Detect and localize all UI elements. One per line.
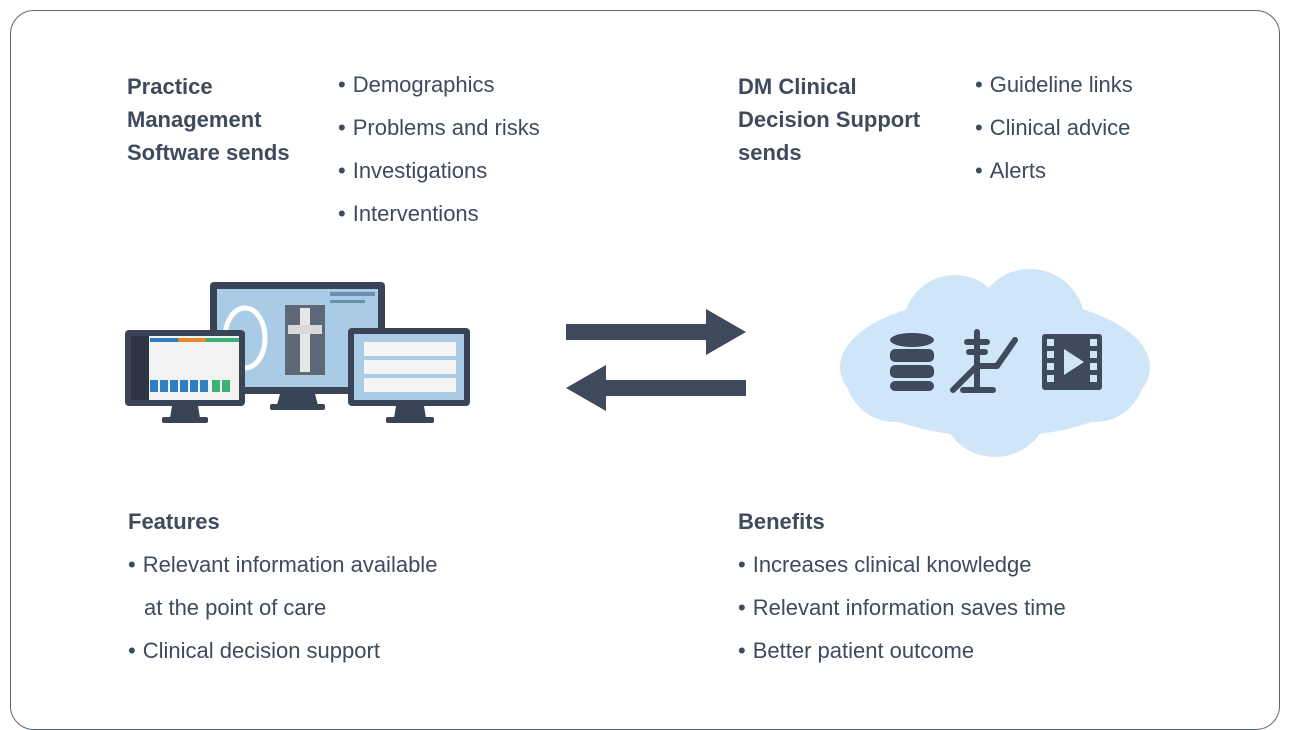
pms-heading: Practice Management Software sends	[127, 70, 290, 169]
pms-heading-line: Software sends	[127, 140, 290, 165]
arrow-left-icon	[566, 365, 746, 411]
list-item: •Relevant information saves time	[738, 595, 1066, 620]
cds-heading: DM Clinical Decision Support sends	[738, 70, 920, 169]
list-item: •Interventions	[338, 201, 479, 226]
cloud-illustration	[840, 269, 1150, 457]
cds-items-list: •Guideline links •Clinical advice •Alert…	[975, 63, 1133, 192]
list-item: •Clinical decision support	[128, 638, 380, 663]
benefits-heading: Benefits	[738, 509, 825, 534]
list-item: •Investigations	[338, 158, 488, 183]
pms-items-list: •Demographics •Problems and risks •Inves…	[338, 63, 540, 235]
features-heading: Features	[128, 509, 220, 534]
arrow-right-icon	[566, 309, 746, 355]
cds-heading-line: Decision Support	[738, 107, 921, 132]
list-item: •Clinical advice	[975, 115, 1131, 140]
list-item: •Alerts	[975, 158, 1046, 183]
list-item: •Better patient outcome	[738, 638, 975, 663]
list-item: •Increases clinical knowledge	[738, 552, 1032, 577]
video-player-icon	[1042, 334, 1102, 390]
benefits-list: •Increases clinical knowledge •Relevant …	[738, 543, 1066, 672]
cds-heading-line: sends	[738, 140, 802, 165]
computer-monitors-illustration	[125, 282, 470, 423]
dental-chair-icon	[950, 329, 1018, 393]
monitor-left	[125, 330, 245, 423]
list-item: •Demographics	[338, 72, 495, 97]
pms-heading-line: Management	[127, 107, 262, 132]
database-icon	[890, 333, 934, 391]
list-item: •Guideline links	[975, 72, 1133, 97]
pms-heading-line: Practice	[127, 74, 213, 99]
list-item: •Problems and risks	[338, 115, 540, 140]
monitor-right	[348, 328, 470, 423]
cds-heading-line: DM Clinical	[738, 74, 857, 99]
